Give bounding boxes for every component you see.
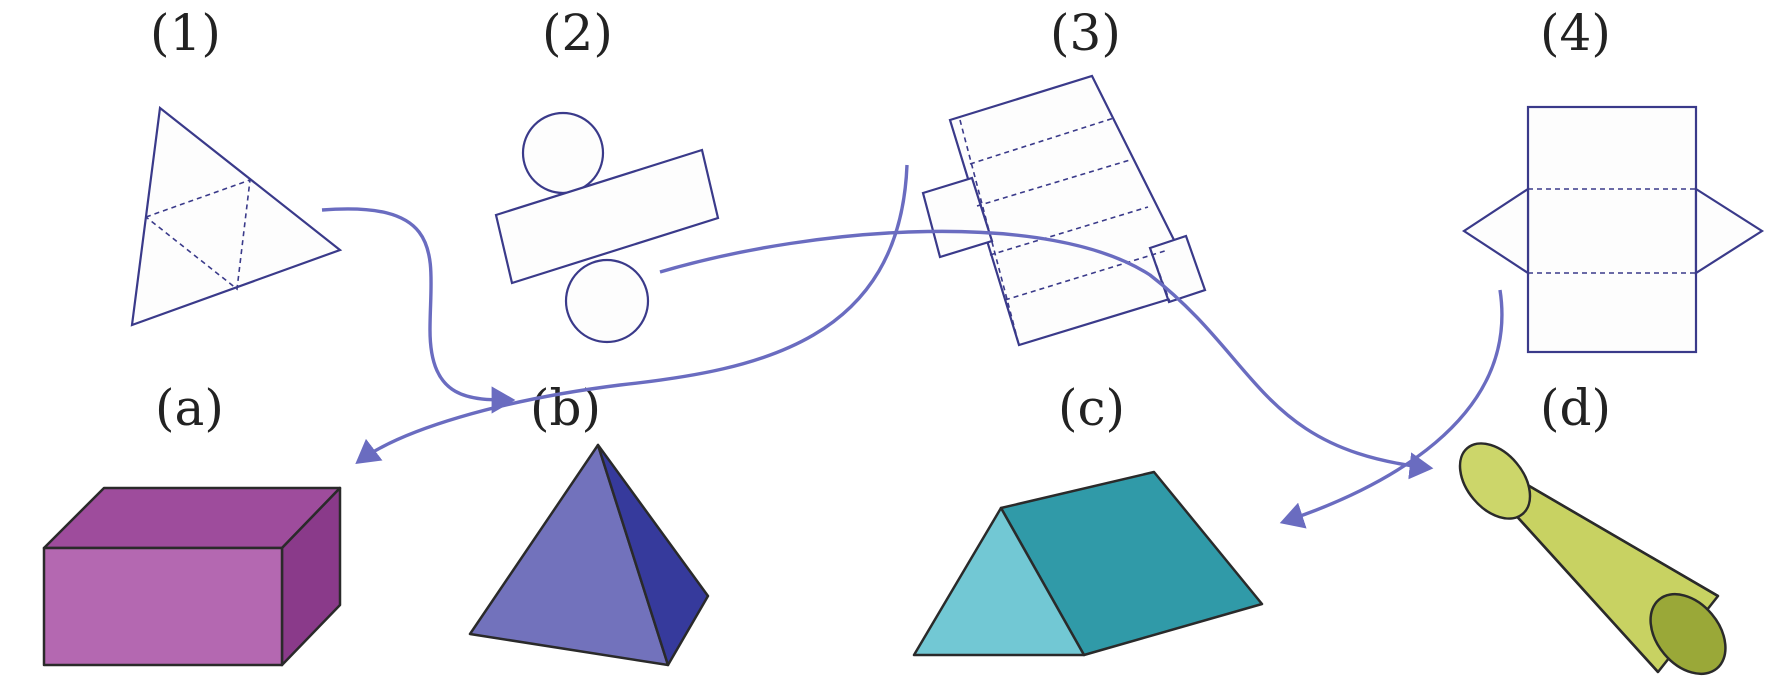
cylinder-solid	[1458, 442, 1727, 676]
solid-label-a: (a)	[155, 379, 224, 437]
arrow-net2-to-d	[659, 229, 1434, 480]
net-label-3: (3)	[1050, 4, 1121, 62]
cuboid-net	[921, 74, 1207, 347]
triangular-prism-net	[1461, 105, 1765, 354]
net-label-2: (2)	[542, 4, 613, 62]
solid-label-c: (c)	[1058, 379, 1125, 437]
arrow-net4-to-c	[1279, 289, 1504, 529]
net-label-4: (4)	[1540, 4, 1611, 62]
matching-arrows	[321, 164, 1504, 529]
arrow-net3-to-a	[355, 164, 909, 465]
cuboid-solid	[42, 486, 342, 667]
pyramid-solid	[468, 443, 710, 667]
cylinder-net	[494, 111, 720, 344]
triangular-prism-solid	[912, 470, 1264, 657]
net-label-1: (1)	[150, 4, 221, 62]
triangle-net	[130, 105, 343, 327]
arrow-net1-to-b	[321, 207, 516, 414]
solid-label-d: (d)	[1540, 379, 1611, 437]
